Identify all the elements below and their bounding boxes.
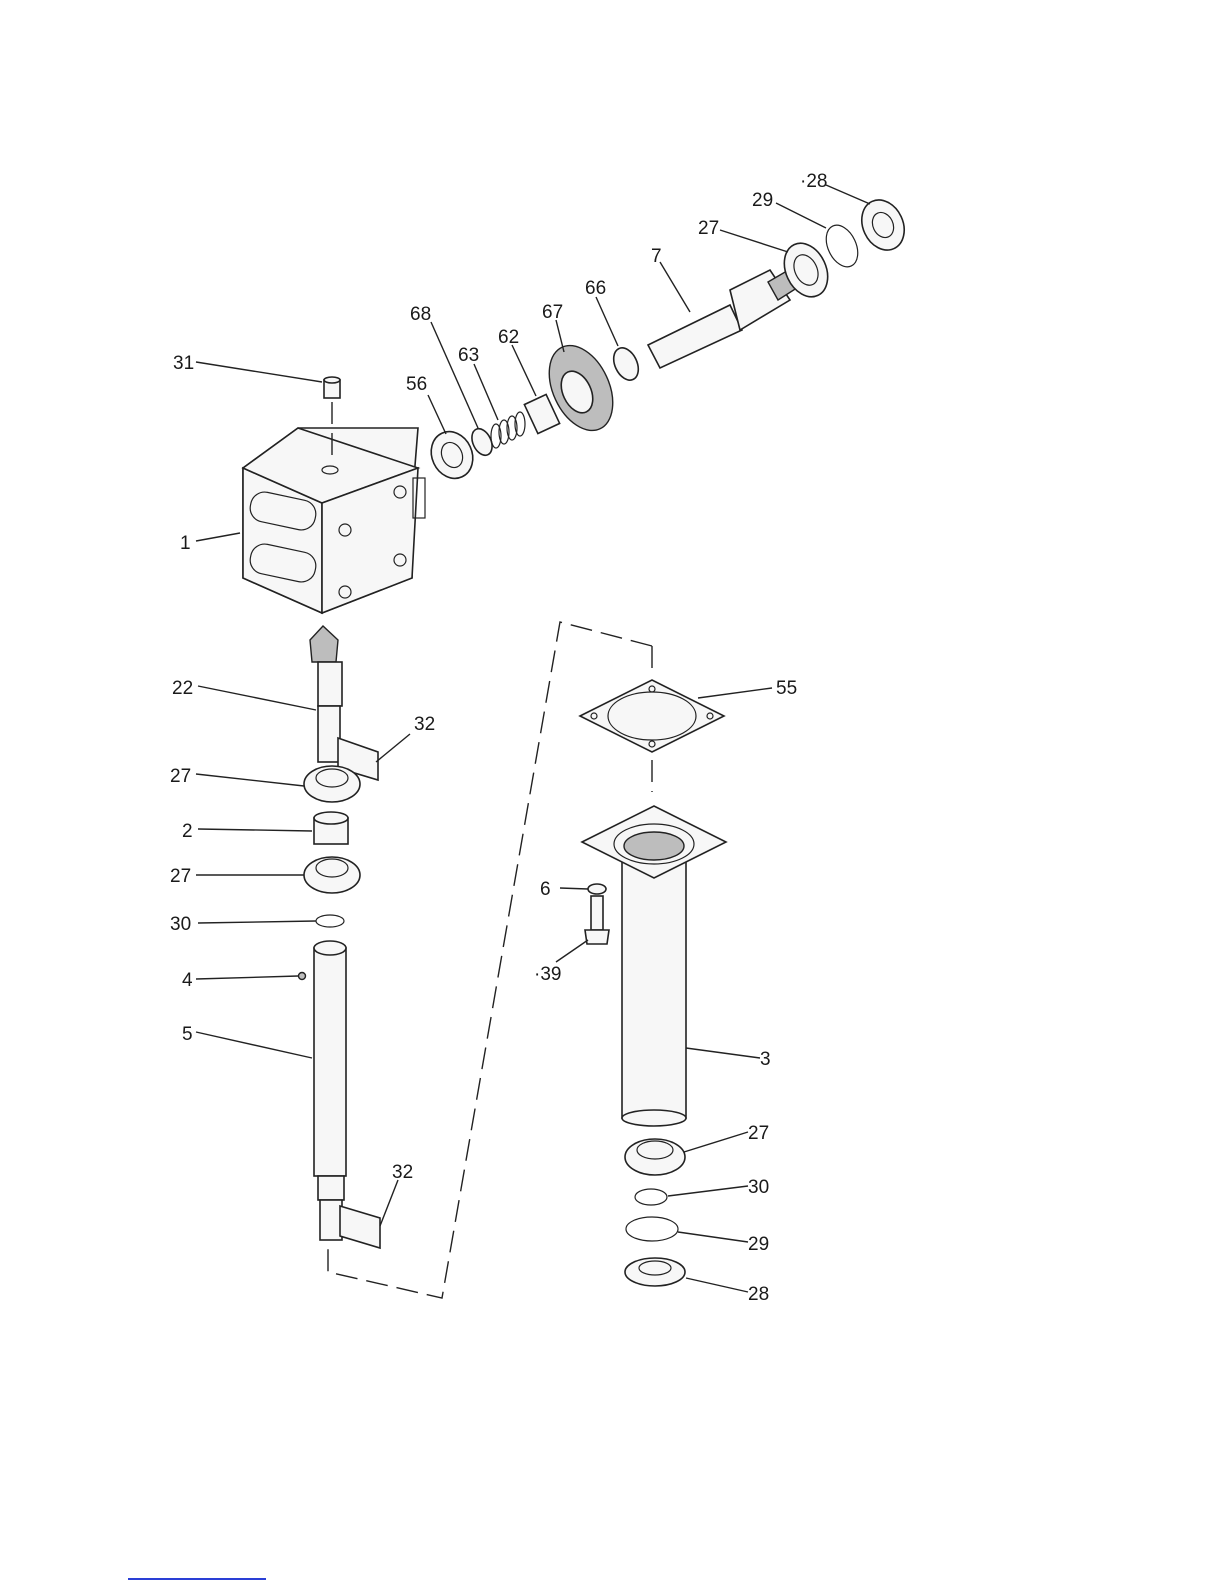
footer-link-underline: [128, 1578, 266, 1580]
gasket-55: [580, 680, 724, 752]
spacer-2: [314, 812, 348, 844]
sleeve-62: [524, 394, 559, 433]
seal-28-right: [625, 1258, 685, 1286]
bearing-27-left-lower: [304, 857, 360, 893]
callout-27-right: 27: [748, 1123, 769, 1144]
circlip-29-right: [626, 1217, 678, 1241]
bearing-27-left-upper: [304, 766, 360, 802]
callout-4: 4: [182, 970, 193, 991]
callout-6: 6: [540, 879, 551, 900]
callout-5: 5: [182, 1024, 193, 1045]
spring-63: [491, 412, 525, 448]
callout-27-left-lower: 27: [170, 866, 191, 887]
plug-31: [324, 377, 340, 398]
callout-29-top: 29: [752, 190, 773, 211]
callout-30-left: 30: [170, 914, 191, 935]
washer-6: [588, 884, 606, 894]
callout-27-top: 27: [698, 218, 719, 239]
callout-29-right: 29: [748, 1234, 769, 1255]
callout-62: 62: [498, 327, 519, 348]
callout-3: 3: [760, 1049, 771, 1070]
callout-28-right: 28: [748, 1284, 769, 1305]
key-32-bottom: [340, 1206, 380, 1248]
gearbox-housing: [243, 428, 425, 613]
callout-31: 31: [173, 353, 194, 374]
callout-67: 67: [542, 302, 563, 323]
circlip-30-right: [635, 1189, 667, 1205]
callout-7: 7: [651, 246, 662, 267]
callout-1: 1: [180, 533, 191, 554]
callout-30-right: 30: [748, 1177, 769, 1198]
callout-63: 63: [458, 345, 479, 366]
circlip-30-left: [316, 915, 344, 927]
callout-55: 55: [776, 678, 797, 699]
callout-2: 2: [182, 821, 193, 842]
pin-4: [299, 973, 306, 980]
washer-66: [609, 344, 643, 384]
callout-32-bottom: 32: [392, 1162, 413, 1183]
column-tube-3: [582, 806, 726, 1126]
circlip-29-top: [820, 220, 864, 272]
callout-39: ·39: [534, 964, 561, 985]
callout-labels: 31 68 63 62 67 66 7 27 29 ·28 56 1 22 32…: [170, 171, 827, 1305]
shaft-7: [648, 268, 800, 368]
callout-22: 22: [172, 678, 193, 699]
callout-28-top: ·28: [800, 171, 827, 192]
bearing-27-right: [625, 1139, 685, 1175]
callout-68: 68: [410, 304, 431, 325]
seal-28-top: [854, 193, 912, 257]
callout-27-left-upper: 27: [170, 766, 191, 787]
bolt-39: [585, 896, 609, 944]
callout-66: 66: [585, 278, 606, 299]
output-shaft-5: [314, 941, 346, 1240]
callout-32-top: 32: [414, 714, 435, 735]
callout-56: 56: [406, 374, 427, 395]
